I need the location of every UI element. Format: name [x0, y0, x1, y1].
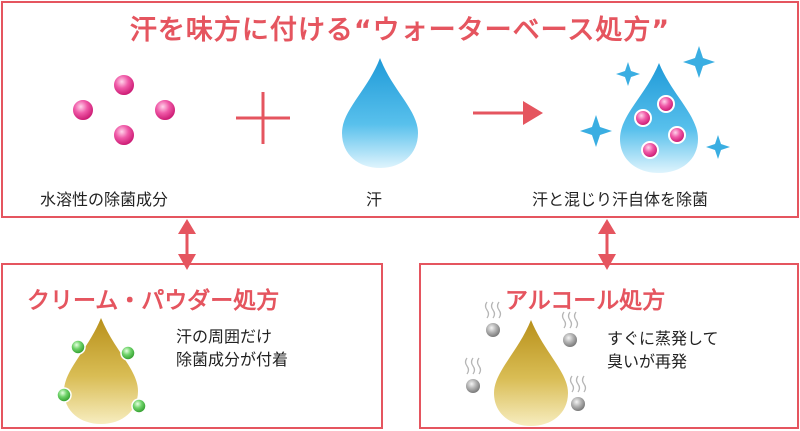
alcohol-panel	[419, 263, 799, 429]
cream-drop-icon	[56, 318, 147, 424]
sweat-drop-icon	[342, 58, 418, 168]
cream-powder-description: 汗の周囲だけ 除菌成分が付着	[176, 325, 288, 371]
ingredient-particles-icon	[71, 73, 177, 147]
result-caption: 汗と混じり汗自体を除菌	[532, 190, 709, 209]
sweat-caption: 汗	[366, 190, 383, 209]
main-title: 汗を味方に付ける“ウォーターベース処方”	[129, 15, 671, 46]
alcohol-description: すぐに蒸発して 臭いが再発	[607, 327, 719, 373]
double-arrow-right-icon	[598, 219, 616, 270]
arrow-right-icon	[473, 101, 543, 125]
ingredient-caption: 水溶性の除菌成分	[40, 190, 169, 209]
double-arrow-left-icon	[178, 219, 196, 270]
cream-desc-line: 汗の周囲だけ	[176, 327, 273, 346]
cream-powder-title: クリーム・パウダー処方	[27, 288, 280, 314]
alcohol-desc-line: すぐに蒸発して	[607, 329, 719, 348]
sparkle-icon	[580, 46, 730, 159]
plus-icon	[236, 92, 290, 144]
alcohol-drop-icon	[494, 320, 568, 426]
alcohol-title: アルコール処方	[505, 288, 666, 314]
cream-desc-line: 除菌成分が付着	[176, 350, 289, 369]
sanitized-sweat-drop-icon	[620, 63, 698, 173]
alcohol-desc-line: 臭いが再発	[607, 352, 688, 371]
evaporating-particles-icon	[464, 301, 587, 411]
